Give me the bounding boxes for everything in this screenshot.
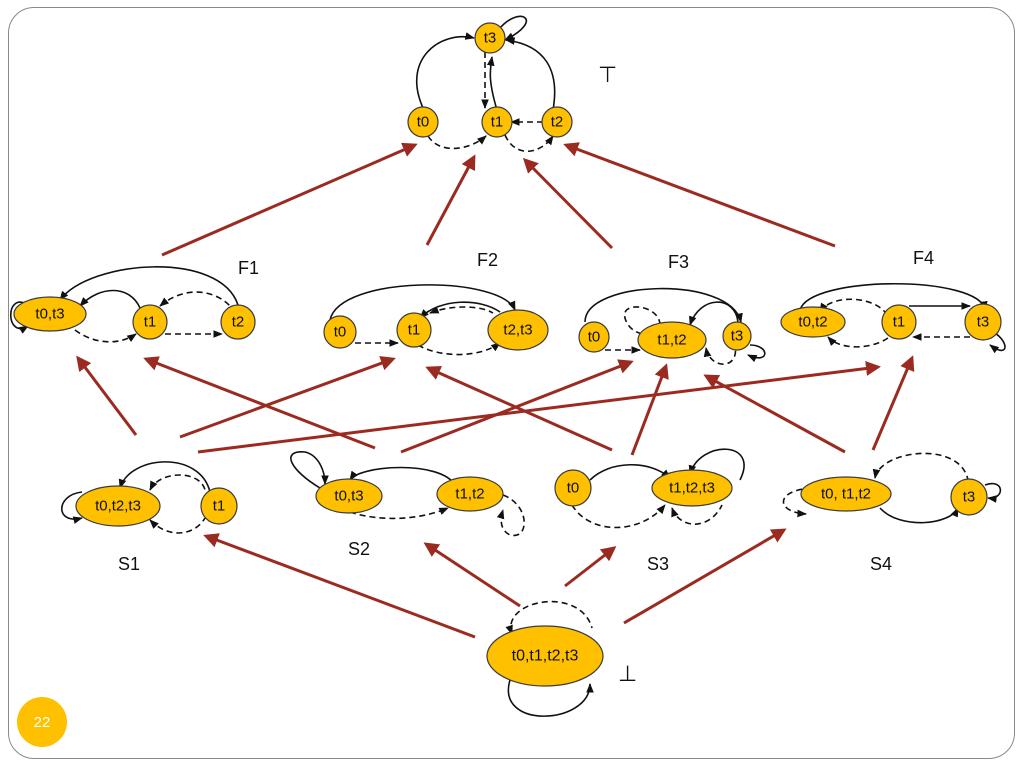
- order-arrow: [871, 355, 915, 451]
- node-f4-a: [780, 306, 846, 338]
- order-arrows: [76, 142, 915, 639]
- f2-component: [329, 284, 516, 356]
- order-arrow: [143, 356, 376, 450]
- node-s1-b-text: t1: [213, 498, 226, 515]
- node-top-t0-text: t0: [417, 114, 430, 131]
- order-arrow: [197, 361, 881, 454]
- node-f4-b-text: t1: [893, 314, 906, 331]
- s3-component: [571, 448, 745, 529]
- order-arrow: [630, 363, 669, 456]
- s4-component: [782, 452, 1002, 524]
- node-labels: t3 t0 t1 t2 t0,t3 t1 t2 t0 t1 t2,t3 t0 t…: [35, 30, 989, 665]
- label-f1: F1: [238, 258, 259, 278]
- node-bottom: [486, 625, 604, 687]
- node-top-t3-text: t3: [484, 30, 497, 47]
- node-s4-b-text: t3: [963, 489, 976, 506]
- node-f2-c: [487, 309, 549, 351]
- node-s3-b: [651, 469, 733, 507]
- node-s1-a: [75, 485, 161, 527]
- node-f2-a-text: t0: [334, 324, 347, 341]
- node-f4-c: [964, 303, 1002, 341]
- node-top-t1: [481, 106, 513, 138]
- order-arrow: [423, 542, 521, 608]
- label-f4: F4: [913, 248, 934, 268]
- node-f4-a-text: t0,t2: [798, 314, 827, 331]
- node-f2-b: [396, 312, 432, 348]
- slide-number-badge: 22: [17, 697, 67, 747]
- node-s1-a-text: t0,t2,t3: [95, 498, 141, 515]
- order-arrow: [623, 528, 787, 625]
- node-f1-c: [220, 304, 256, 340]
- node-s2-a: [315, 478, 383, 514]
- order-arrow: [425, 366, 613, 452]
- f3-component: [584, 287, 766, 365]
- order-arrow: [179, 356, 396, 439]
- node-f1-a: [13, 296, 87, 332]
- slide-frame: [8, 7, 1015, 759]
- order-arrow: [564, 546, 617, 588]
- node-f4-c-text: t3: [977, 314, 990, 331]
- node-f3-a-text: t0: [588, 329, 601, 346]
- nodes: [13, 22, 1002, 687]
- node-f3-a: [578, 321, 610, 353]
- order-arrow: [522, 157, 614, 250]
- label-bottom: ⊥: [618, 661, 637, 686]
- order-arrow: [563, 142, 836, 248]
- node-f2-a: [323, 315, 357, 349]
- node-f1-b: [132, 304, 168, 340]
- label-s2: S2: [348, 539, 370, 559]
- node-top-t3: [474, 22, 506, 54]
- f4-component: [799, 282, 1006, 354]
- node-s4-b: [950, 478, 988, 516]
- node-top-t2-text: t2: [551, 114, 564, 131]
- top-component: [416, 15, 556, 152]
- node-f1-a-text: t0,t3: [35, 306, 64, 323]
- node-f3-b-text: t1,t2: [657, 332, 686, 349]
- bottom-component: [505, 600, 594, 717]
- order-arrow: [76, 355, 138, 436]
- label-s1: S1: [118, 554, 140, 574]
- node-top-t2: [541, 106, 573, 138]
- node-f3-b: [637, 321, 707, 359]
- order-arrow: [703, 374, 846, 454]
- label-f2: F2: [477, 250, 498, 270]
- node-s2-a-text: t0,t3: [334, 488, 363, 505]
- node-s4-a-text: t0, t1,t2: [821, 486, 871, 503]
- s1-component: [60, 461, 211, 534]
- node-s3-a: [554, 469, 592, 507]
- node-f3-c-text: t3: [731, 328, 744, 345]
- node-top-t0: [407, 106, 439, 138]
- s2-component: [290, 451, 525, 537]
- node-f2-c-text: t2,t3: [503, 322, 532, 339]
- label-top: ⊤: [598, 62, 617, 87]
- node-f1-b-text: t1: [144, 314, 157, 331]
- node-top-t1-text: t1: [491, 114, 504, 131]
- node-s2-b: [436, 476, 504, 512]
- label-f3: F3: [668, 252, 689, 272]
- node-f3-c: [722, 321, 752, 351]
- node-bottom-text: t0,t1,t2,t3: [512, 648, 579, 665]
- node-s3-b-text: t1,t2,t3: [669, 480, 715, 497]
- label-s4: S4: [870, 554, 892, 574]
- node-f2-b-text: t1: [408, 322, 421, 339]
- f1-component: [10, 266, 239, 343]
- node-f4-b: [881, 304, 917, 340]
- node-s3-a-text: t0: [567, 480, 580, 497]
- node-s4-a: [800, 476, 892, 512]
- node-f1-c-text: t2: [232, 314, 245, 331]
- label-s3: S3: [647, 554, 669, 574]
- node-s2-b-text: t1,t2: [455, 486, 484, 503]
- order-arrow: [161, 142, 418, 257]
- order-arrow: [203, 533, 476, 639]
- group-labels: ⊤ ⊥ F1 F2 F3 F4 S1 S2 S3 S4: [118, 62, 934, 686]
- order-arrow: [425, 154, 476, 246]
- node-s1-b: [200, 487, 238, 525]
